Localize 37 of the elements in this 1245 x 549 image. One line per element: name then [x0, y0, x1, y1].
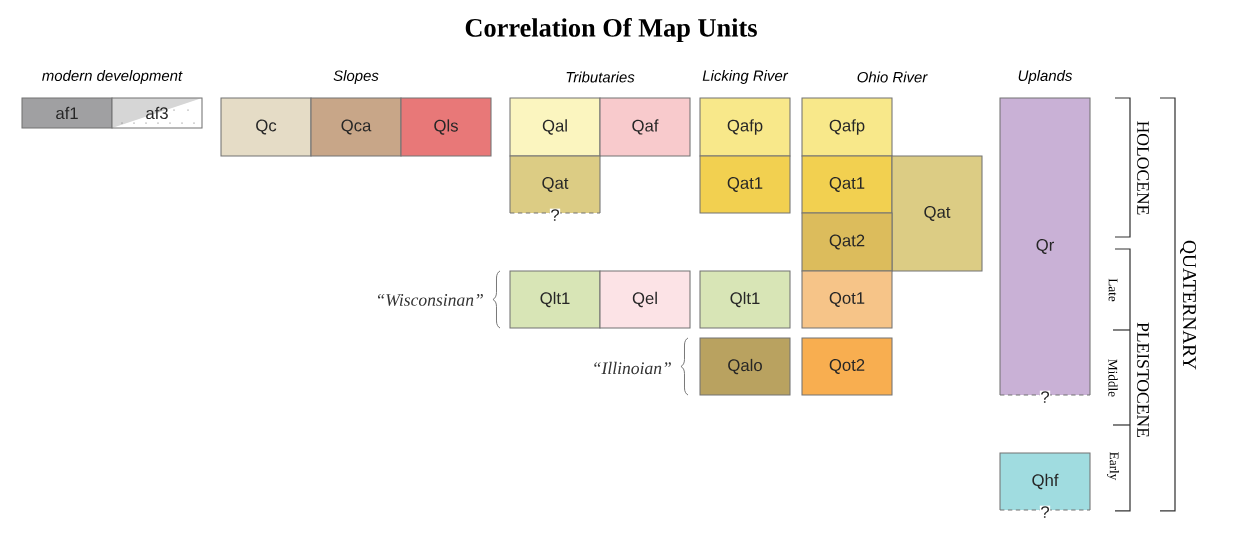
column-heading: Tributaries — [566, 71, 635, 83]
map-unit-box: Qlt1 — [699, 270, 791, 329]
stage-label: “Wisconsinan” — [377, 294, 483, 306]
map-unit-box: af1 — [21, 97, 113, 129]
column-heading: modern development — [42, 70, 183, 84]
time-label: HOLOCENE — [1137, 121, 1149, 215]
time-label: Early — [1107, 452, 1119, 481]
map-unit-box: Qaf — [599, 97, 691, 157]
map-unit-box: Qat2 — [801, 212, 893, 272]
map-unit-box: Qls — [400, 97, 492, 157]
query-mark: ? — [549, 208, 561, 222]
time-label: Late — [1108, 278, 1118, 302]
map-unit-box: Qat1 — [699, 155, 791, 214]
map-unit-box: Qca — [310, 97, 402, 157]
map-unit-box: af3 — [111, 97, 203, 129]
map-unit-box: Qalo — [699, 337, 791, 396]
map-unit-box: Qat — [891, 155, 983, 272]
column-heading: Uplands — [1018, 70, 1073, 84]
map-unit-box: Qal — [509, 97, 601, 157]
query-mark: ? — [1039, 505, 1051, 519]
map-unit-box: Qot2 — [801, 337, 893, 396]
query-mark: ? — [1039, 390, 1051, 404]
map-unit-box: Qafp — [801, 97, 893, 157]
map-unit-box: Qafp — [699, 97, 791, 157]
time-label: QUATERNARY — [1180, 240, 1196, 370]
time-label: PLEISTOCENE — [1137, 322, 1149, 438]
column-heading: Ohio River — [857, 71, 928, 83]
map-unit-box: Qlt1 — [509, 270, 601, 329]
column-heading: Slopes — [333, 70, 379, 84]
stage-label: “Illinoian” — [594, 361, 671, 375]
map-unit-box: Qot1 — [801, 270, 893, 329]
title: Correlation Of Map Units — [465, 17, 757, 43]
time-label: Middle — [1108, 359, 1118, 397]
column-heading: Licking River — [702, 70, 789, 84]
map-unit-box: Qat1 — [801, 155, 893, 214]
map-unit-box: Qc — [220, 97, 312, 157]
map-unit-box: Qel — [599, 270, 691, 329]
